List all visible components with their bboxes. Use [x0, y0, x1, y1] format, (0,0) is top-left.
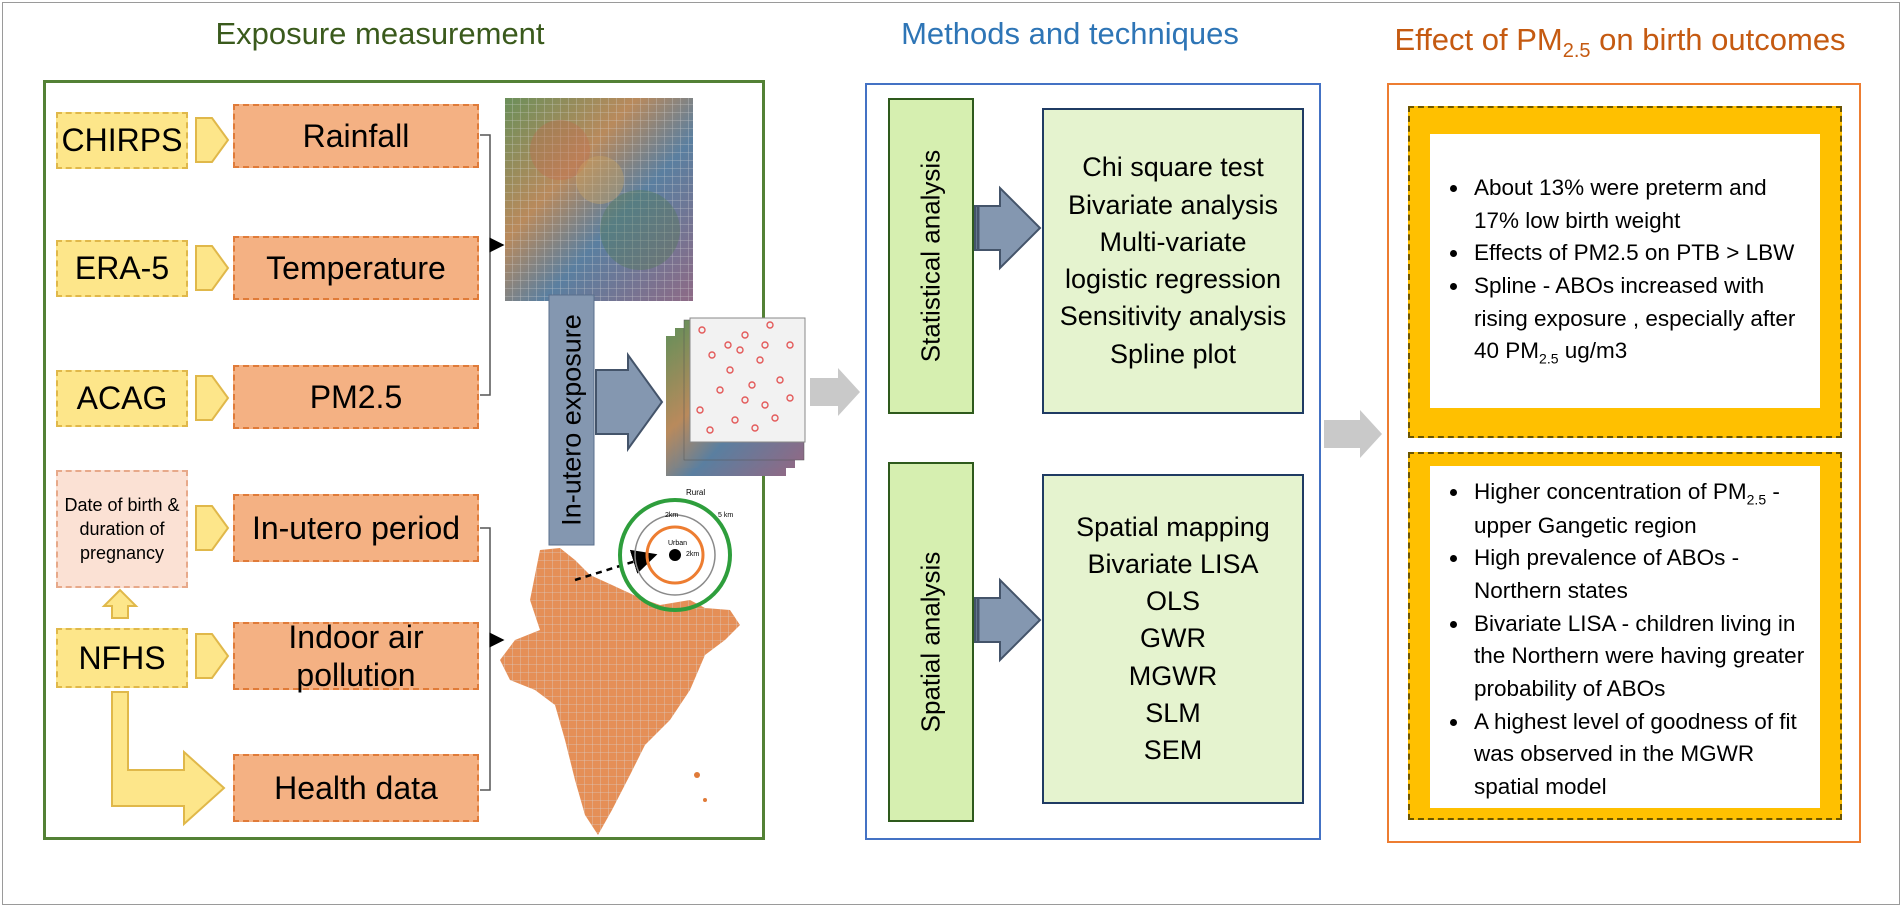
statistical-methods-box: Chi square test Bivariate analysis Multi… — [1042, 108, 1304, 414]
finding-text: ug/m3 — [1558, 338, 1628, 364]
source-arrows — [195, 117, 230, 679]
block-arrow-stack — [595, 351, 664, 453]
finding-text: Higher concentration of PM — [1474, 479, 1747, 504]
finding-item: High prevalence of ABOs - Northern state… — [1470, 542, 1810, 607]
arrow-methods-to-effect — [1324, 410, 1382, 458]
finding-item: A highest level of goodness of fit was o… — [1470, 706, 1810, 804]
exposure-title: Exposure measurement — [215, 16, 545, 51]
statistical-analysis-label: Statistical analysis — [888, 98, 974, 414]
km2-label-top: 2km — [665, 512, 679, 519]
finding-sub: 2.5 — [1539, 350, 1559, 367]
methods-panel — [865, 83, 1321, 840]
finding-item: Bivariate LISA - children living in the … — [1470, 608, 1810, 706]
health-arrow — [111, 691, 226, 827]
km2-label-right: 2km — [686, 551, 700, 558]
method-item: SLM — [1145, 697, 1201, 728]
effect-panel — [1387, 83, 1861, 843]
finding-item: Effects of PM2.5 on PTB > LBW — [1470, 237, 1810, 270]
buffer-arrow — [574, 549, 658, 582]
method-item: Chi square test — [1082, 152, 1264, 183]
method-item: OLS — [1145, 586, 1201, 617]
findings-box-1: About 13% were preterm and 17% low birth… — [1408, 106, 1842, 438]
var-pm25: PM2.5 — [233, 365, 479, 429]
finding-item: Higher concentration of PM2.5 - upper Ga… — [1470, 476, 1810, 542]
method-item: Multi-variate — [1099, 226, 1247, 257]
finding-item: Spline - ABOs increased with rising expo… — [1470, 270, 1810, 369]
source-nfhs: NFHS — [56, 628, 188, 688]
rural-label: Rural — [686, 488, 706, 497]
effect-title-suffix: on birth outcomes — [1590, 22, 1846, 57]
method-item: SEM — [1143, 735, 1203, 766]
date-of-birth-box: Date of birth & duration of pregnancy — [56, 470, 188, 588]
effect-title: Effect of PM2.5 on birth outcomes — [1370, 22, 1870, 63]
var-inutero: In-utero period — [233, 494, 479, 562]
source-acag: ACAG — [56, 370, 188, 427]
bracket-connectors — [480, 134, 505, 791]
source-era5: ERA-5 — [56, 240, 188, 297]
spatial-methods-box: Spatial mapping Bivariate LISA OLS GWR M… — [1042, 474, 1304, 804]
finding-item: About 13% were preterm and 17% low birth… — [1470, 172, 1810, 237]
methods-title: Methods and techniques — [901, 16, 1239, 51]
inutero-bar — [548, 294, 595, 546]
arrow-exposure-to-methods — [810, 368, 860, 416]
method-item: Bivariate LISA — [1087, 548, 1259, 579]
stacked-maps — [666, 317, 806, 476]
method-item: logistic regression — [1064, 264, 1282, 294]
urban-label: Urban — [668, 540, 688, 547]
finding-text: Spline - ABOs increased with rising expo… — [1474, 272, 1796, 364]
finding-sub: 2.5 — [1746, 491, 1767, 508]
spatial-arrow — [974, 577, 1042, 663]
effect-title-sub: 2.5 — [1562, 40, 1591, 63]
findings-box-2-inner: Higher concentration of PM2.5 - upper Ga… — [1430, 466, 1820, 808]
var-health: Health data — [233, 754, 479, 822]
source-chirps: CHIRPS — [56, 112, 188, 169]
india-map — [500, 548, 740, 835]
findings-box-2: Higher concentration of PM2.5 - upper Ga… — [1408, 452, 1842, 820]
method-item: Spline plot — [1109, 338, 1237, 369]
var-temperature: Temperature — [233, 236, 479, 300]
satellite-raster — [505, 98, 693, 301]
effect-title-prefix: Effect of PM — [1394, 22, 1563, 57]
var-indoor: Indoor air pollution — [233, 619, 479, 693]
up-arrow — [101, 588, 139, 619]
method-item: Bivariate analysis — [1067, 189, 1279, 220]
findings-box-1-inner: About 13% were preterm and 17% low birth… — [1430, 134, 1820, 408]
method-item: GWR — [1140, 623, 1206, 654]
stat-arrow — [974, 185, 1042, 271]
buffer-diagram — [618, 498, 732, 612]
method-item: Sensitivity analysis — [1059, 301, 1287, 332]
method-item: MGWR — [1128, 660, 1218, 691]
finding-text: - upper Gangetic region — [1474, 479, 1780, 538]
method-item: Spatial mapping — [1076, 511, 1270, 542]
km5-label: 5 km — [718, 512, 734, 519]
spatial-analysis-label: Spatial analysis — [888, 462, 974, 822]
inutero-exposure-label: In-utero exposure — [556, 314, 586, 526]
var-rainfall: Rainfall — [233, 104, 479, 168]
